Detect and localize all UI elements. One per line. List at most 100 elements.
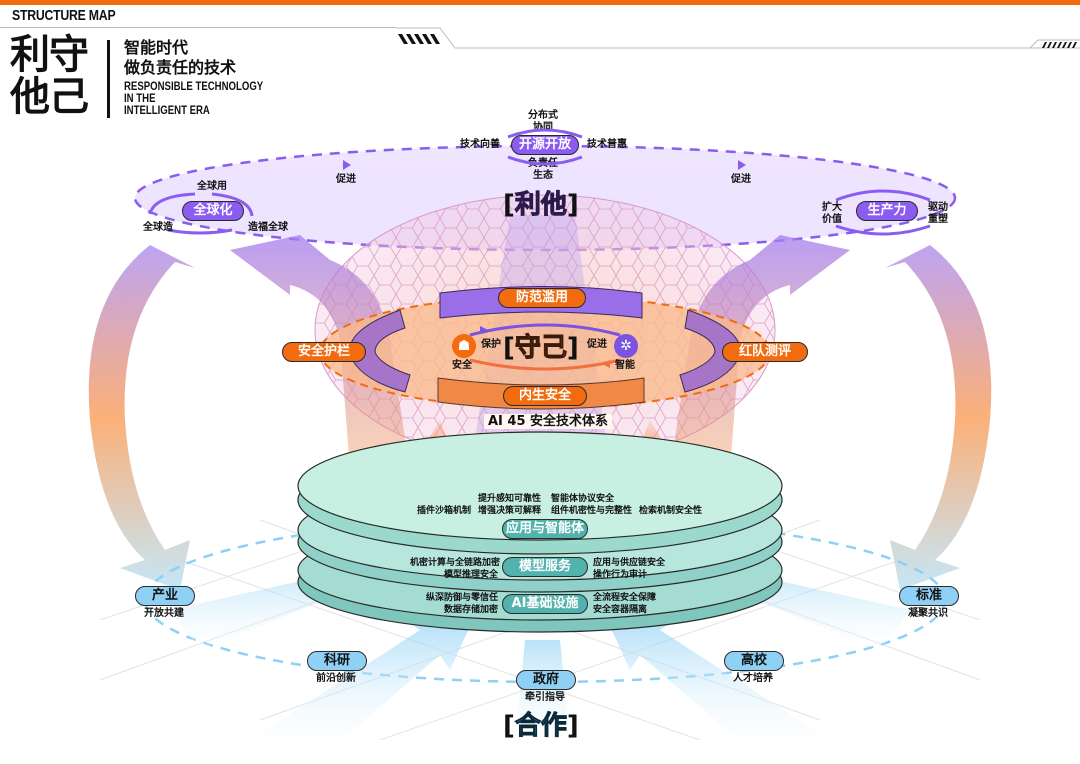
model-left: 机密计算与全链路加密 模型推理安全 [410,557,501,581]
subtitle-cn-line-2: 做负责任的技术 [124,58,237,77]
inner-cycle-arrow-bottom [602,360,610,368]
bracket-title-top: [利他] [503,184,579,221]
infra-left-line-1: 纵深防御与零信任 [425,593,498,603]
model-left-line-1: 机密计算与全链路加密 [410,558,501,568]
bracket-close: ] [566,711,579,741]
subtitle-en-line-3: INTELLIGENT ERA [124,103,210,117]
inner-cycle-top [469,323,621,337]
beam-right-purple [670,235,850,470]
node-research-pill[interactable]: 科研 [307,651,367,671]
promote-left-label: 促进 [336,174,356,185]
right-cycle-arrow [885,245,992,590]
node-university-caption: 人才培养 [733,673,773,684]
open-source-top-label: 分布式 协同 [528,110,558,134]
open-source-pill[interactable]: 开源开放 [511,135,579,155]
bracket-close: ] [566,333,579,363]
node-government-pill[interactable]: 政府 [516,670,576,690]
productivity-left-line-2: 价值 [822,214,842,225]
node-government-caption: 牵引指导 [525,692,565,703]
open-source-top-line-2: 协同 [533,122,553,133]
app-item-6: 检索机制安全性 [639,506,703,516]
bracket-title-middle: [守己] [503,327,579,364]
beam-left-purple [230,235,410,470]
promote-arrow-left [343,160,351,170]
bracket-open: [ [503,190,515,220]
intelligence-star-icon: ✲ [614,334,638,358]
bracket-title-text: 利他 [514,190,567,221]
app-agent-pill[interactable]: 应用与智能体 [502,519,588,539]
model-service-pill[interactable]: 模型服务 [502,557,588,577]
promote-right-label: 促进 [731,174,751,185]
model-left-line-2: 模型推理安全 [443,570,498,580]
left-cycle-arrow [88,245,195,590]
productivity-right-line-2: 重塑 [928,214,948,225]
ai-infra-pill[interactable]: AI基础设施 [502,594,588,614]
open-source-right-label: 技术普惠 [587,139,627,150]
intelligence-label: 智能 [615,360,635,371]
bracket-title-bottom: [合作] [503,705,579,742]
beam-blue-center [515,640,570,740]
open-source-bottom-line-2: 生态 [533,170,553,181]
open-source-ring [507,128,583,166]
bracket-close: ] [566,190,579,220]
header-decor [395,27,1080,49]
bracket-open: [ [503,711,515,741]
node-industry-caption: 开放共建 [144,608,184,619]
productivity-left-line-1: 扩大 [822,202,842,213]
node-standard-pill[interactable]: 标准 [899,586,959,606]
infra-left-line-2: 数据存储加密 [443,605,498,615]
promote-label: 促进 [587,339,607,350]
node-industry-pill[interactable]: 产业 [135,586,195,606]
app-item-3: 插件沙箱机制 [417,506,472,516]
productivity-left-label: 扩大 价值 [822,202,842,226]
model-right-line-1: 应用与供应链安全 [593,558,666,568]
prevent-misuse-pill[interactable]: 防范滥用 [498,288,586,308]
globalization-ring [148,192,254,235]
subtitle-en-line-1: RESPONSIBLE TECHNOLOGY [124,79,264,93]
node-research-caption: 前沿创新 [316,673,356,684]
subtitle-cn: 智能时代 做负责任的技术 [124,38,236,78]
bracket-title-text: 守己 [514,333,567,364]
node-university-pill[interactable]: 高校 [724,651,784,671]
band-left [349,309,411,393]
section-label: STRUCTURE MAP [12,7,116,24]
globalization-pill[interactable]: 全球化 [182,201,244,221]
beam-blue-right-2 [605,615,830,750]
layer-stack [297,431,783,633]
app-item-4: 增强决策可解释 [478,506,542,516]
title-divider [107,40,110,118]
subtitle-en-line-2: IN THE [124,91,156,105]
infra-right: 全流程安全保障 安全容器隔离 [593,592,656,616]
title-line-1: 利守 [10,32,89,78]
header-divider [0,27,395,28]
safety-guardrail-pill[interactable]: 安全护栏 [282,342,366,362]
subtitle-en: RESPONSIBLE TECHNOLOGY IN THE INTELLIGEN… [124,80,284,116]
red-team-pill[interactable]: 红队测评 [722,342,808,362]
top-accent-bar [0,0,1080,5]
productivity-pill[interactable]: 生产力 [856,201,918,221]
open-source-top-line-1: 分布式 [528,110,558,121]
infra-left: 纵深防御与零信任 数据存储加密 [410,592,498,616]
node-standard-caption: 凝聚共识 [908,608,948,619]
safety-shield-icon: ☗ [452,334,476,358]
middle-ring-plane [320,296,770,408]
model-right: 应用与供应链安全 操作行为审计 [593,557,665,581]
inner-cycle-bottom [469,358,621,371]
app-item-1: 提升感知可靠性 [478,494,542,504]
title-line-2: 他己 [10,74,89,120]
beam-blue-left-2 [250,615,475,750]
app-item-2: 智能体协议安全 [551,494,615,504]
infra-right-line-1: 全流程安全保障 [593,593,657,603]
inner-cycle-arrow-top [480,326,488,334]
app-item-5: 组件机密性与完整性 [551,506,633,516]
system-caption: AI 45 安全技术体系 [484,414,613,429]
productivity-ring [835,189,931,236]
page-title: 利守 他己 [10,34,110,118]
productivity-right-label: 驱动 重塑 [928,202,948,226]
model-right-line-2: 操作行为审计 [593,570,648,580]
bracket-title-text: 合作 [514,711,567,742]
promote-arrow-right [738,160,746,170]
intrinsic-safety-pill[interactable]: 内生安全 [503,386,587,406]
protect-label: 保护 [481,339,501,350]
